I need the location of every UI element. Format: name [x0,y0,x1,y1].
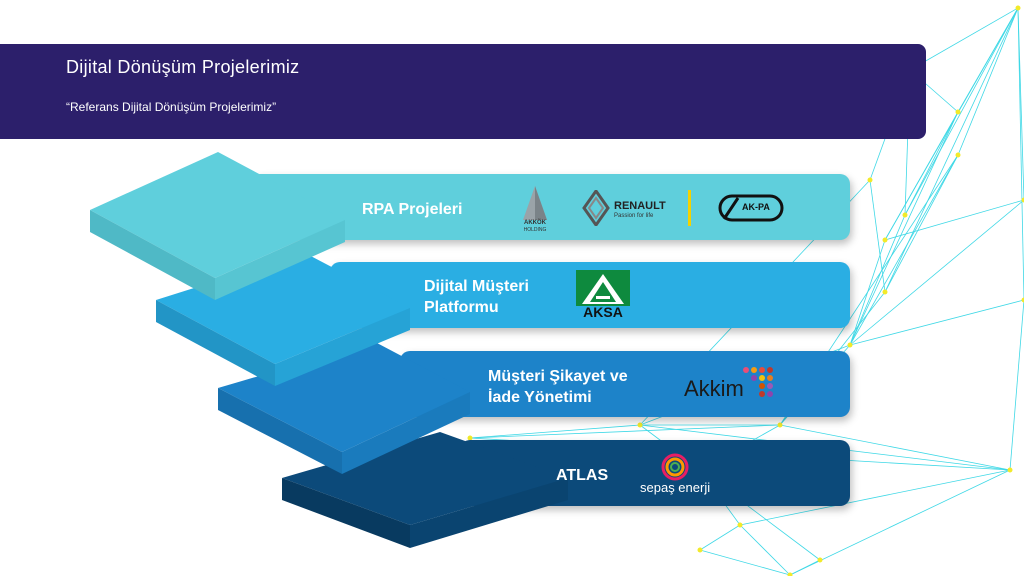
network-node [955,152,961,158]
network-node [787,572,793,576]
network-node [902,212,908,218]
sepas-ring-icon [661,453,689,481]
level-label-rpa: RPA Projeleri [362,201,463,218]
sepas-logo: sepaş enerji [640,452,720,498]
akpa-logo: AK-PA [718,193,786,223]
akpa-name: AK-PA [742,202,770,212]
network-line [904,111,959,216]
level-label-atlas: ATLAS [556,467,609,484]
network-node [882,237,888,243]
network-line [904,7,1019,216]
network-node [955,109,961,115]
aksa-logo: AKSA [576,270,630,320]
sepas-name: sepaş enerji [640,480,711,495]
network-line [869,179,886,293]
header-banner [0,44,926,139]
level-label-complaint: Müşteri Şikayet ve İade Yönetimi [488,368,628,406]
network-node [882,289,888,295]
aksa-name: AKSA [583,304,623,320]
network-line [884,111,959,241]
network-line [884,154,959,293]
network-line [957,7,1019,156]
network-line [849,199,1024,346]
renault-name: RENAULT [614,200,666,212]
slab-level-3 [218,342,470,474]
network-node [867,177,873,183]
page-title: Dijital Dönüşüm Projelerimiz [66,57,300,77]
network-line [1017,7,1024,301]
akkok-mark-icon [523,186,547,220]
network-node [737,522,743,528]
network-line [699,549,791,576]
network-line [884,199,1024,241]
band-complaint [400,351,850,417]
network-line [1009,299,1024,471]
renault-divider [688,190,691,226]
aksa-mark-icon [576,270,630,306]
network-line [1017,7,1024,201]
network-node [777,422,783,428]
akkok-logo: AKKÖK HOLDING [517,184,553,234]
network-node [1021,297,1024,303]
akkim-dots-icon [743,367,773,397]
network-line [789,559,821,576]
network-line [739,524,791,576]
network-node [847,342,853,348]
level-label-digital-customer: Dijital Müşteri Platformu [424,278,529,316]
slab-level-4 [282,432,568,548]
network-line [849,111,959,346]
network-node [637,422,643,428]
renault-logo: RENAULT Passion for life [582,188,694,228]
network-node [697,547,703,553]
network-line [909,7,1019,71]
network-line [699,524,741,551]
network-line [469,424,781,439]
network-line [739,469,1011,526]
slab-level-1 [90,152,345,300]
akkok-logo-line2: HOLDING [523,227,547,233]
network-node [1015,5,1021,11]
page-subtitle: “Referans Dijital Dönüşüm Projelerimiz” [66,100,277,114]
akpa-emblem-icon [718,194,784,222]
network-line [849,299,1024,346]
renault-diamond-icon [582,188,610,228]
network-node [1007,467,1013,473]
akkok-logo-line1: AKKÖK [524,220,546,226]
renault-tagline: Passion for life [614,213,654,219]
network-node [817,557,823,563]
akkim-logo: Akkim [684,366,784,406]
network-line [789,469,1011,576]
akkim-name: Akkim [684,376,744,401]
band-rpa [250,174,850,240]
network-line [779,424,1011,471]
network-node [467,435,473,441]
network-node [1021,197,1024,203]
network-line [469,424,641,439]
